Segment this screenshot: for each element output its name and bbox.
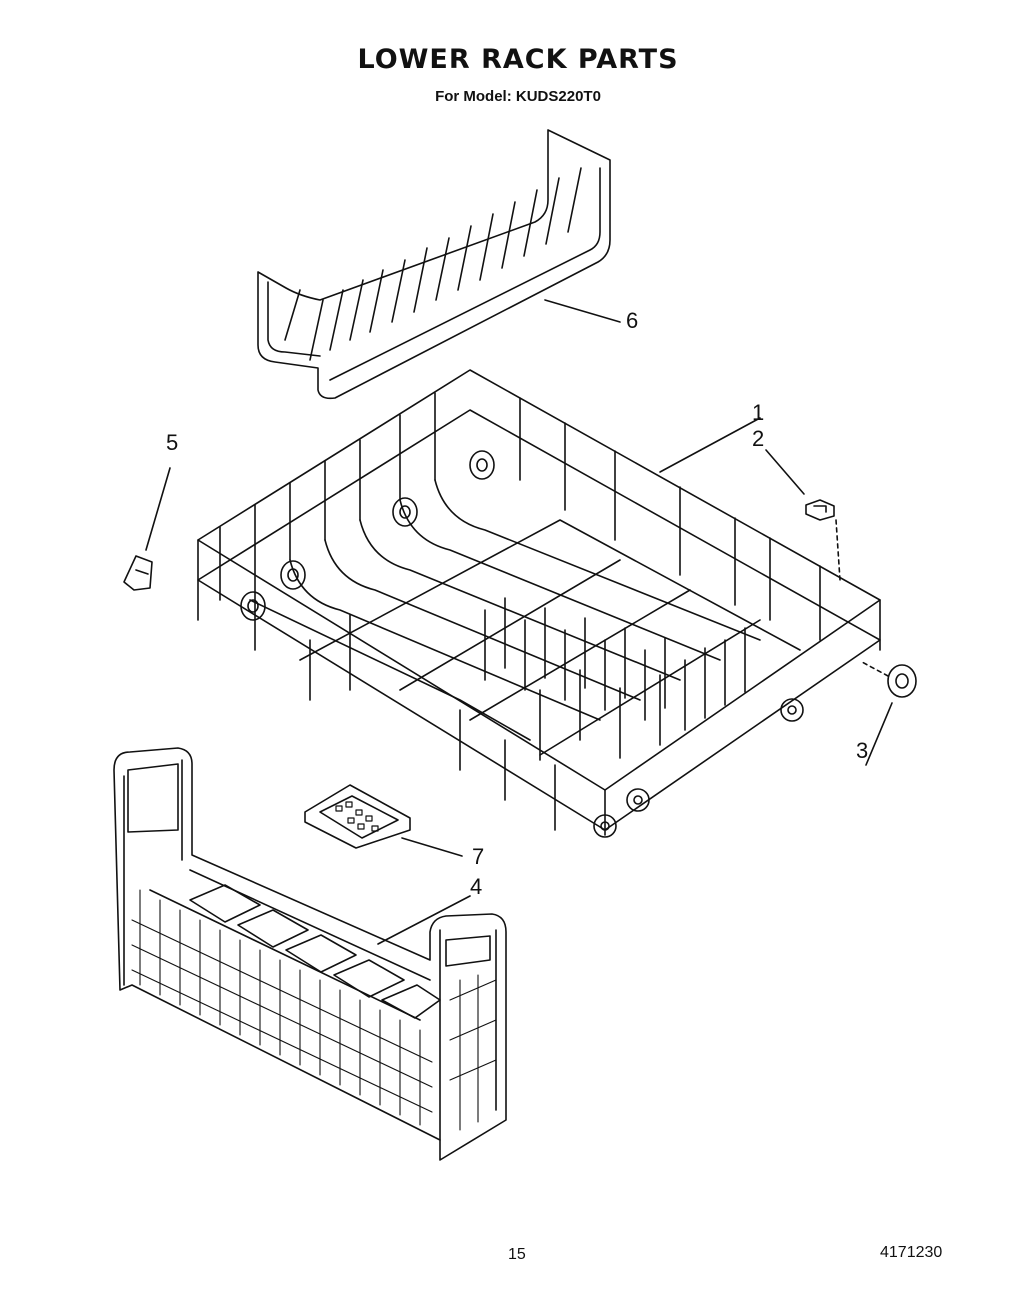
rack-clip bbox=[766, 450, 840, 580]
bottom-wheel bbox=[594, 815, 616, 837]
inner-wheel bbox=[281, 561, 305, 589]
model-subtitle: For Model: KUDS220T0 bbox=[435, 88, 601, 105]
callout-4: 4 bbox=[470, 874, 483, 899]
bottom-wheel bbox=[781, 699, 803, 721]
rack-stop bbox=[124, 468, 170, 590]
inner-wheel bbox=[393, 498, 417, 526]
callout-2: 2 bbox=[752, 426, 765, 451]
callout-6: 6 bbox=[626, 308, 639, 333]
rack-tines bbox=[485, 598, 745, 760]
tine-lines bbox=[285, 168, 581, 360]
silverware-basket bbox=[114, 748, 506, 1160]
inner-wheel bbox=[470, 451, 494, 479]
floor-wires bbox=[250, 480, 800, 755]
basket-cover bbox=[305, 785, 462, 856]
page-number: 15 bbox=[508, 1246, 526, 1263]
rack-wheel bbox=[862, 662, 916, 765]
callout-5: 5 bbox=[166, 430, 179, 455]
callout-7: 7 bbox=[472, 844, 485, 869]
callout-1: 1 bbox=[752, 400, 765, 425]
lower-rack-basket bbox=[198, 370, 880, 837]
inner-wheel bbox=[241, 592, 265, 620]
page-title: LOWER RACK PARTS bbox=[357, 44, 679, 75]
side-wires bbox=[220, 393, 820, 830]
basket-compartments bbox=[190, 885, 440, 1018]
bottom-wheel bbox=[627, 789, 649, 811]
document-number: 4171230 bbox=[880, 1244, 943, 1261]
callout-3: 3 bbox=[856, 738, 869, 763]
rear-tine-row bbox=[258, 130, 620, 398]
basket-mesh bbox=[132, 890, 496, 1130]
